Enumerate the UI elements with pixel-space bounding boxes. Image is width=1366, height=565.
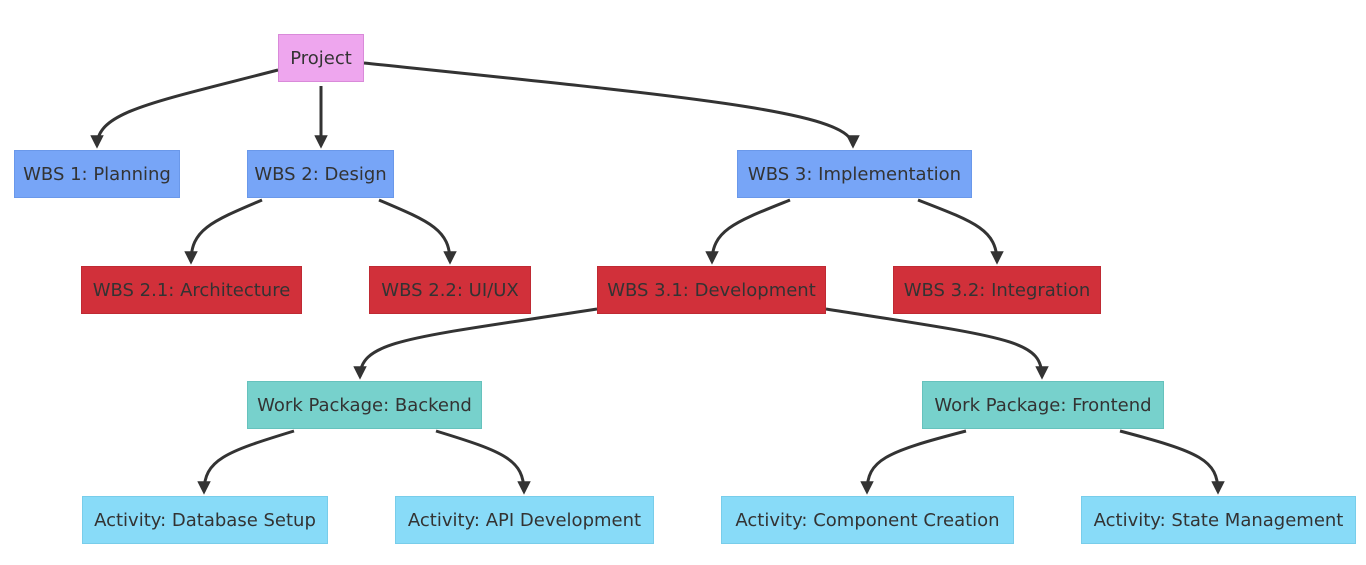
edge-backend-api <box>435 429 531 495</box>
edge-wbs31-frontend <box>825 307 1049 380</box>
edge-wbs3-wbs31 <box>705 198 791 265</box>
node-label: WBS 3.2: Integration <box>903 279 1091 301</box>
node-wbs-3-1-development: WBS 3.1: Development <box>597 266 826 314</box>
edge-wbs2-wbs22 <box>378 198 457 265</box>
node-label: Project <box>290 47 352 69</box>
edge-frontend-component <box>860 429 967 495</box>
node-work-package-frontend: Work Package: Frontend <box>922 381 1164 429</box>
node-work-package-backend: Work Package: Backend <box>247 381 482 429</box>
node-activity-api-development: Activity: API Development <box>395 496 654 544</box>
node-project: Project <box>278 34 364 82</box>
node-wbs-2-design: WBS 2: Design <box>247 150 394 198</box>
edge-backend-db <box>197 429 295 495</box>
node-label: Activity: State Management <box>1093 509 1344 531</box>
node-activity-state-management: Activity: State Management <box>1081 496 1356 544</box>
node-label: Activity: API Development <box>407 509 642 531</box>
edge-wbs2-wbs21 <box>184 198 263 265</box>
node-label: WBS 1: Planning <box>23 163 171 185</box>
node-label: Activity: Database Setup <box>94 509 316 531</box>
node-label: WBS 2.1: Architecture <box>92 279 291 301</box>
node-label: WBS 2.2: UI/UX <box>381 279 519 301</box>
edge-project-wbs1 <box>90 68 279 149</box>
edge-wbs3-wbs32 <box>917 198 1004 265</box>
node-wbs-3-2-integration: WBS 3.2: Integration <box>893 266 1101 314</box>
node-label: WBS 3.1: Development <box>607 279 816 301</box>
node-wbs-1-planning: WBS 1: Planning <box>14 150 180 198</box>
node-label: Work Package: Frontend <box>934 394 1152 416</box>
edge-frontend-state <box>1119 429 1225 495</box>
node-wbs-2-2-ui-ux: WBS 2.2: UI/UX <box>369 266 531 314</box>
node-wbs-2-1-architecture: WBS 2.1: Architecture <box>81 266 302 314</box>
edge-wbs31-backend <box>353 307 598 380</box>
node-activity-component-creation: Activity: Component Creation <box>721 496 1014 544</box>
node-label: Activity: Component Creation <box>735 509 1000 531</box>
node-label: WBS 2: Design <box>254 163 387 185</box>
node-label: WBS 3: Implementation <box>747 163 962 185</box>
node-wbs-3-implementation: WBS 3: Implementation <box>737 150 972 198</box>
node-activity-database-setup: Activity: Database Setup <box>82 496 328 544</box>
node-label: Work Package: Backend <box>257 394 472 416</box>
edge-project-wbs3 <box>363 61 860 149</box>
